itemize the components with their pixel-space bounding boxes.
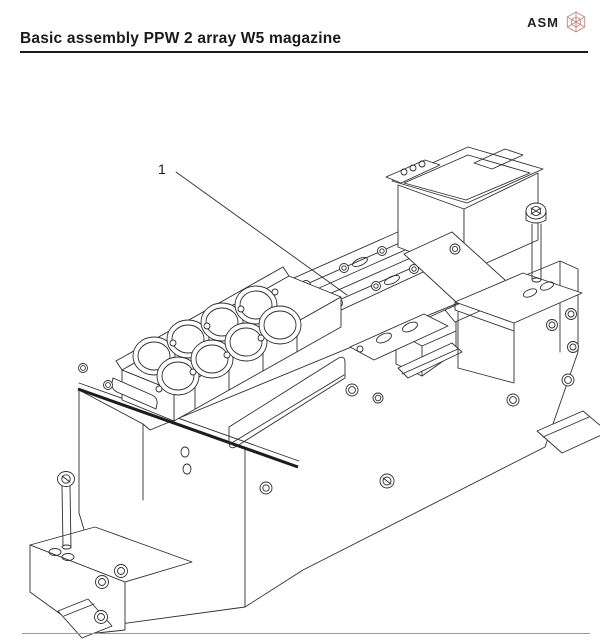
page-title: Basic assembly PPW 2 array W5 magazine bbox=[20, 30, 342, 47]
asm-cube-logo-icon bbox=[566, 11, 586, 33]
wafer-pockets-front-row bbox=[156, 305, 302, 396]
asm-logo-text: ASM bbox=[527, 14, 559, 30]
right-foot-tab bbox=[536, 410, 600, 454]
callout-leader-line bbox=[175, 171, 348, 296]
callout-1: 1 bbox=[158, 161, 348, 296]
footer-rule bbox=[22, 633, 590, 634]
wafer-pocket-bank bbox=[78, 266, 342, 422]
side-panel bbox=[228, 356, 346, 449]
hopper-side-plate bbox=[385, 159, 441, 184]
right-long-screw bbox=[525, 202, 547, 283]
left-foot-bracket bbox=[29, 471, 193, 639]
right-bracket bbox=[454, 202, 600, 454]
callout-1-label: 1 bbox=[158, 161, 166, 177]
mid-support-bracket bbox=[345, 304, 463, 404]
title-rule bbox=[20, 51, 588, 53]
asm-logo: ASM bbox=[527, 10, 588, 34]
left-long-screw bbox=[57, 471, 75, 550]
hopper-top-flange bbox=[391, 146, 544, 204]
left-foot-tab bbox=[57, 598, 113, 639]
